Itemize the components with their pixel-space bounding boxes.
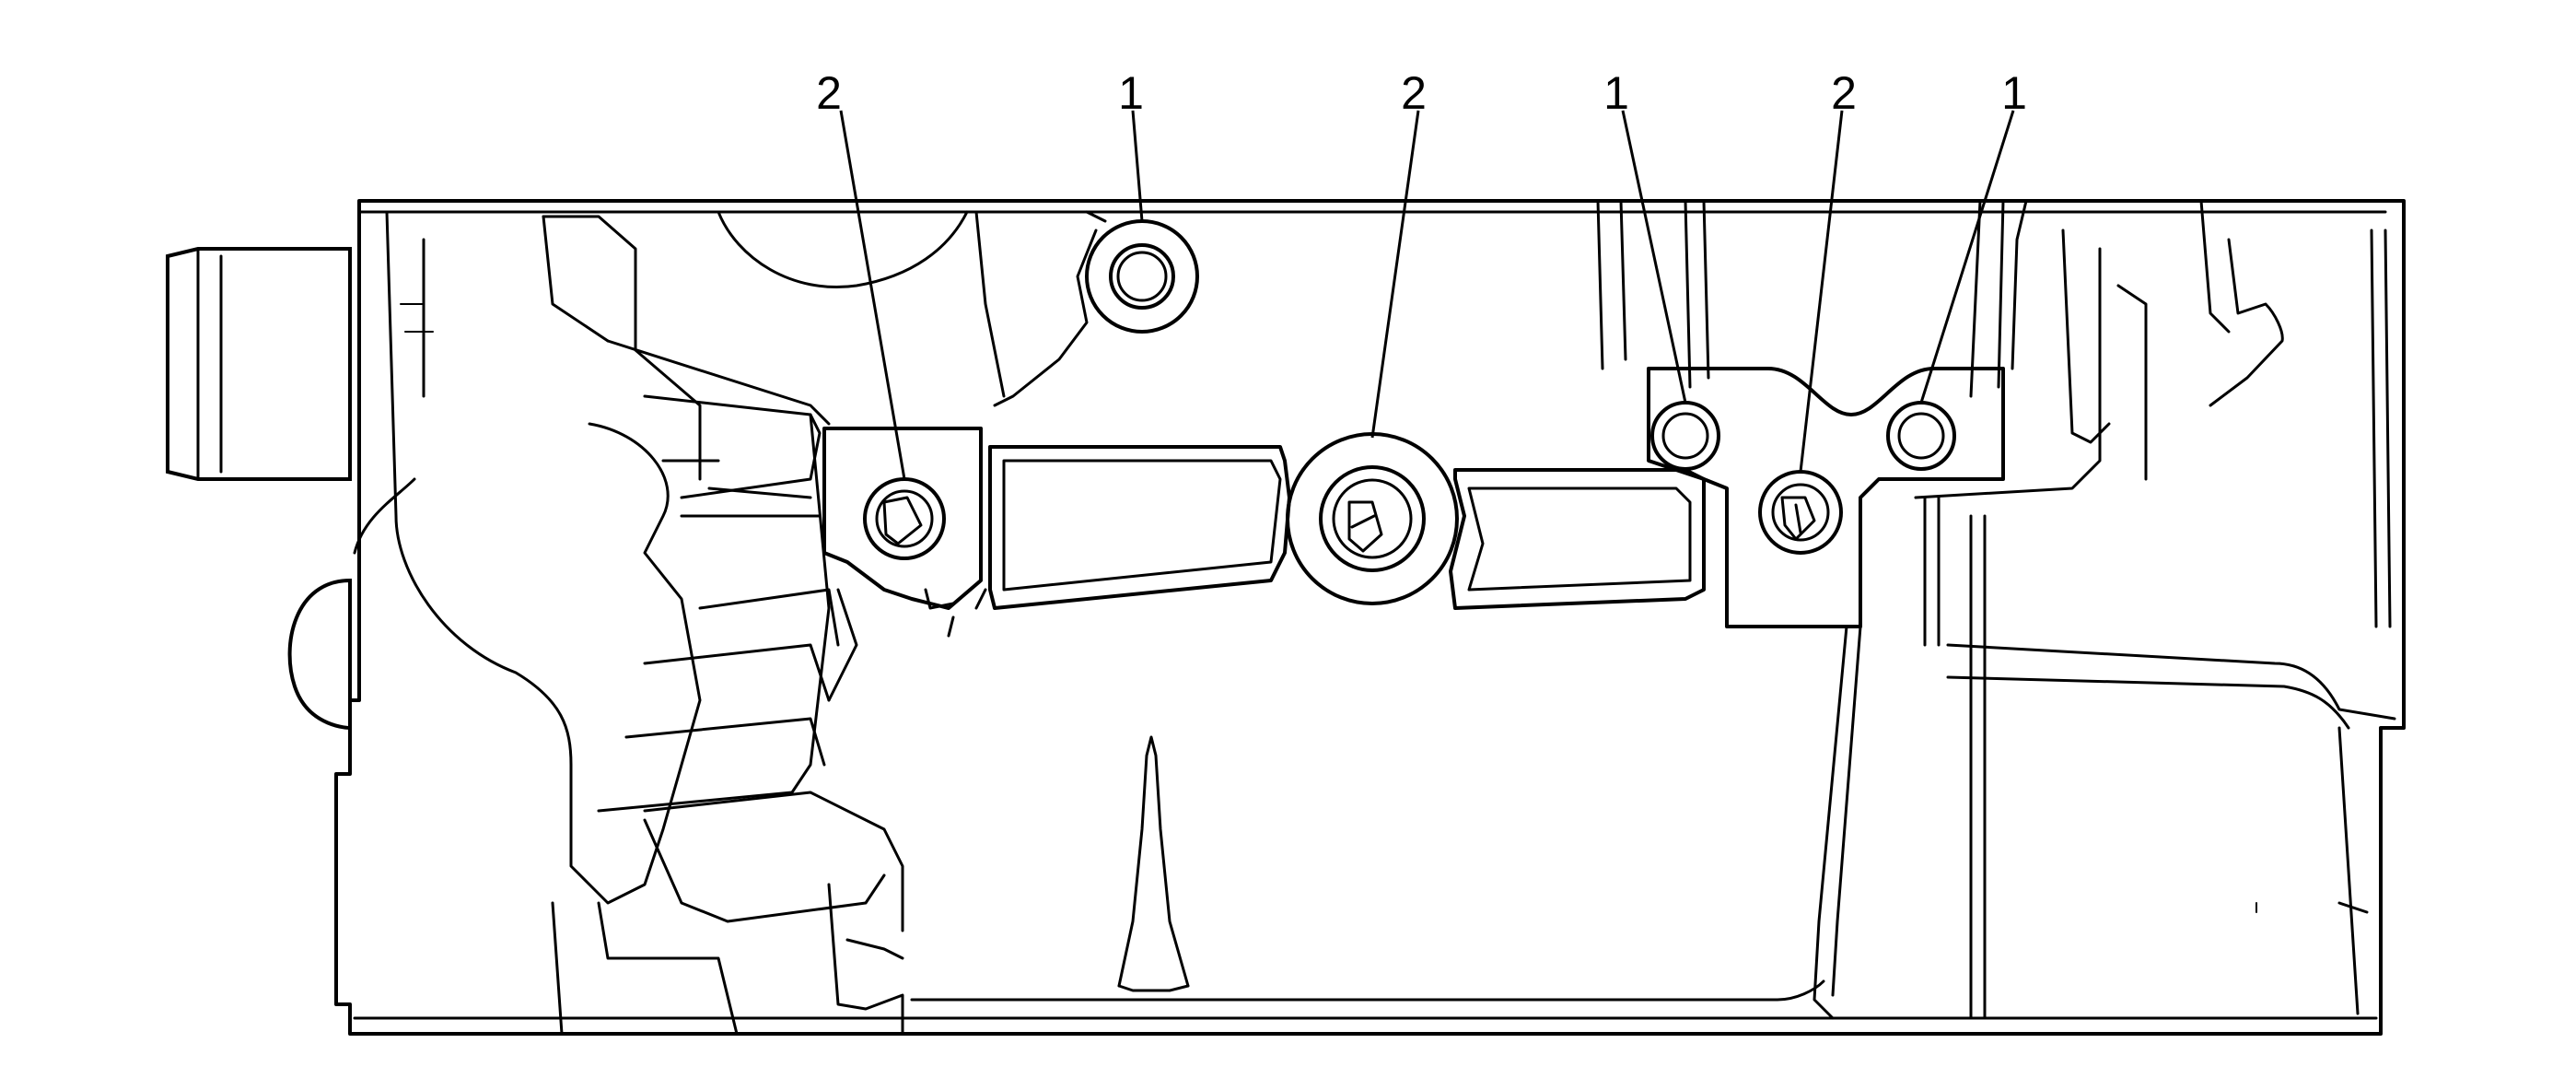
rib-left <box>988 445 1291 610</box>
pan-body-outline <box>334 199 2406 1036</box>
bolt-2-center <box>1286 432 1459 605</box>
left-boss <box>287 477 416 731</box>
left-housing-details <box>357 210 1006 1036</box>
bolt-boss-left <box>822 427 983 610</box>
floor-and-supports <box>910 588 1862 1020</box>
callout-label-2-center: 2 <box>1401 67 1427 119</box>
stud-1-right-a <box>1650 401 1720 471</box>
bolt-2-left <box>863 477 946 560</box>
outlet-tube <box>166 247 352 481</box>
stud-1-right-b <box>1886 401 1956 471</box>
callout-label-1-right: 1 <box>2001 67 2027 119</box>
callout-label-2-right: 2 <box>1831 67 1857 119</box>
center-post <box>1117 735 1190 992</box>
callout-label-1-center: 1 <box>1603 67 1629 119</box>
rib-right <box>1449 468 1706 610</box>
callout-label-2-left: 2 <box>816 67 842 119</box>
right-housing-details <box>1596 199 2396 1020</box>
callout-label-1-left: 1 <box>1118 67 1144 119</box>
leader-lines <box>839 110 2015 480</box>
stud-1-left <box>993 210 1199 407</box>
bolt-boss-right <box>1647 367 2005 628</box>
bolt-2-right <box>1758 470 1843 555</box>
